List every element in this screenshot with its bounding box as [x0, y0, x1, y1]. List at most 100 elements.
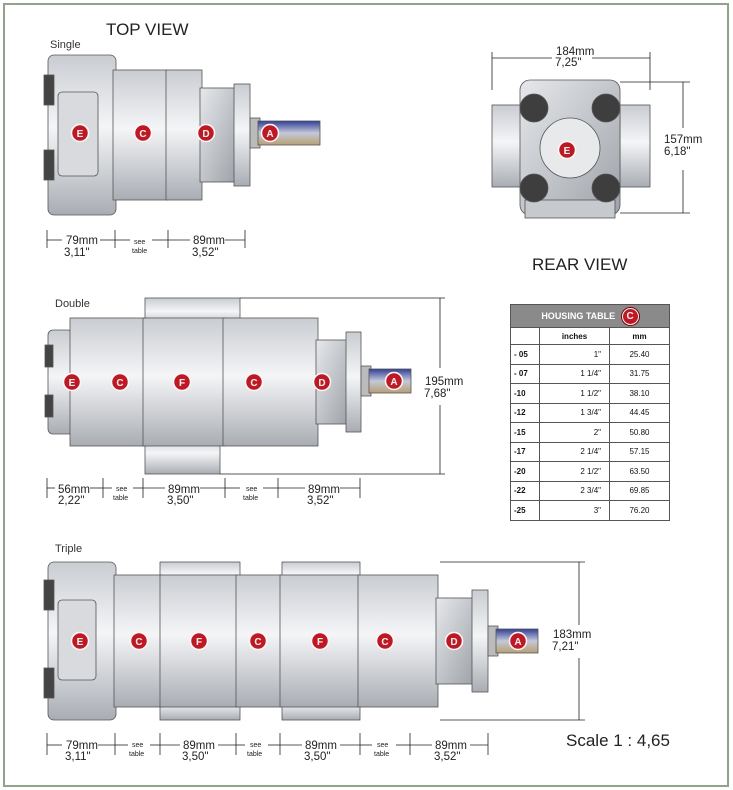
triple-pump-drawing [43, 561, 539, 721]
badge-double-c1: C [110, 372, 130, 392]
row-mm: 44.45 [609, 402, 670, 423]
col-mm-header: mm [609, 327, 670, 345]
scale-label: Scale 1 : 4,65 [566, 731, 670, 750]
single-right-dim-mm: 89mm [193, 235, 225, 247]
row-mm: 31.75 [609, 363, 670, 384]
double-see-label-2: see [246, 486, 257, 493]
triple-see-label-3: see [377, 742, 388, 749]
top-view-title: TOP VIEW [106, 20, 189, 39]
svg-text:A: A [390, 377, 397, 388]
triple-see-label-2: see [250, 742, 261, 749]
rear-width-in: 7,25" [555, 57, 581, 69]
single-label: Single [50, 39, 81, 51]
row-inches: 2 1/4" [539, 441, 610, 462]
row-inches: 2" [539, 422, 610, 443]
badge-triple-c3: C [375, 631, 395, 651]
row-mm: 38.10 [609, 383, 670, 404]
triple-mid-dim-mm-2: 89mm [305, 740, 337, 752]
housing-table-badge: C [621, 307, 639, 325]
double-mid-dim-in: 3,50" [167, 495, 193, 507]
single-left-dim-in: 3,11" [64, 247, 90, 259]
row-code: -22 [510, 480, 540, 501]
col-inches-header: inches [539, 327, 610, 345]
double-end-dim-mm: 89mm [308, 484, 340, 496]
single-table-label: table [132, 248, 147, 255]
triple-see-label-1: see [132, 742, 143, 749]
badge-triple-c2: C [248, 631, 268, 651]
svg-text:E: E [77, 637, 84, 648]
svg-text:A: A [514, 637, 521, 648]
double-mid-dim-mm: 89mm [168, 484, 200, 496]
svg-text:F: F [317, 637, 323, 648]
triple-end-dim-mm: 89mm [435, 740, 467, 752]
row-inches: 2 3/4" [539, 480, 610, 501]
badge-single-d: D [196, 123, 216, 143]
row-mm: 69.85 [609, 480, 670, 501]
svg-text:F: F [196, 637, 202, 648]
badge-single-e: E [70, 123, 90, 143]
triple-left-dim-mm: 79mm [66, 740, 98, 752]
single-right-dim-in: 3,52" [192, 247, 218, 259]
single-see-label: see [134, 239, 145, 246]
svg-text:E: E [69, 378, 76, 389]
row-code: -20 [510, 461, 540, 482]
row-inches: 2 1/2" [539, 461, 610, 482]
row-mm: 25.40 [609, 344, 670, 365]
row-code: -15 [510, 422, 540, 443]
triple-table-label-2: table [247, 751, 262, 758]
badge-double-a: A [384, 371, 404, 391]
row-inches: 1 1/2" [539, 383, 610, 404]
triple-table-label-1: table [129, 751, 144, 758]
svg-text:C: C [116, 378, 123, 389]
housing-table-column-headers: inches mm [510, 327, 670, 345]
row-inches: 1" [539, 344, 610, 365]
row-code: -12 [510, 402, 540, 423]
triple-mid-dim-in-1: 3,50" [182, 751, 208, 763]
svg-text:C: C [254, 637, 261, 648]
single-left-dim-mm: 79mm [66, 235, 98, 247]
row-code: -17 [510, 441, 540, 462]
rear-height-in: 6,18" [664, 146, 690, 158]
row-mm: 63.50 [609, 461, 670, 482]
svg-text:C: C [139, 129, 146, 140]
double-left-dim-mm: 56mm [58, 484, 90, 496]
badge-triple-e: E [70, 631, 90, 651]
svg-text:D: D [450, 637, 457, 648]
row-mm: 50.80 [609, 422, 670, 443]
row-mm: 76.20 [609, 500, 670, 521]
triple-left-dim-in: 3,11" [65, 751, 91, 763]
double-height-mm: 195mm [425, 376, 463, 388]
triple-label: Triple [55, 543, 82, 555]
svg-text:E: E [77, 129, 84, 140]
badge-triple-c1: C [129, 631, 149, 651]
double-height-in: 7,68" [424, 388, 450, 400]
triple-mid-dim-mm-1: 89mm [183, 740, 215, 752]
badge-triple-a: A [508, 631, 528, 651]
housing-table-title: HOUSING TABLE C [510, 304, 670, 328]
double-table-label-1: table [113, 495, 128, 502]
badge-double-d: D [312, 372, 332, 392]
badge-triple-f1: F [189, 631, 209, 651]
badge-triple-d: D [444, 631, 464, 651]
triple-dimensions [46, 561, 585, 755]
badge-double-e: E [62, 372, 82, 392]
row-inches: 1 3/4" [539, 402, 610, 423]
svg-text:C: C [135, 637, 142, 648]
row-mm: 57.15 [609, 441, 670, 462]
single-dimensions [46, 230, 246, 248]
triple-end-dim-in: 3,52" [434, 751, 460, 763]
double-dimensions [46, 297, 445, 498]
double-label: Double [55, 298, 90, 310]
rear-dimensions [491, 52, 690, 214]
badge-double-c2: C [244, 372, 264, 392]
part-badges: E C D A E E C F C D A E C F C F C D A [62, 123, 577, 651]
